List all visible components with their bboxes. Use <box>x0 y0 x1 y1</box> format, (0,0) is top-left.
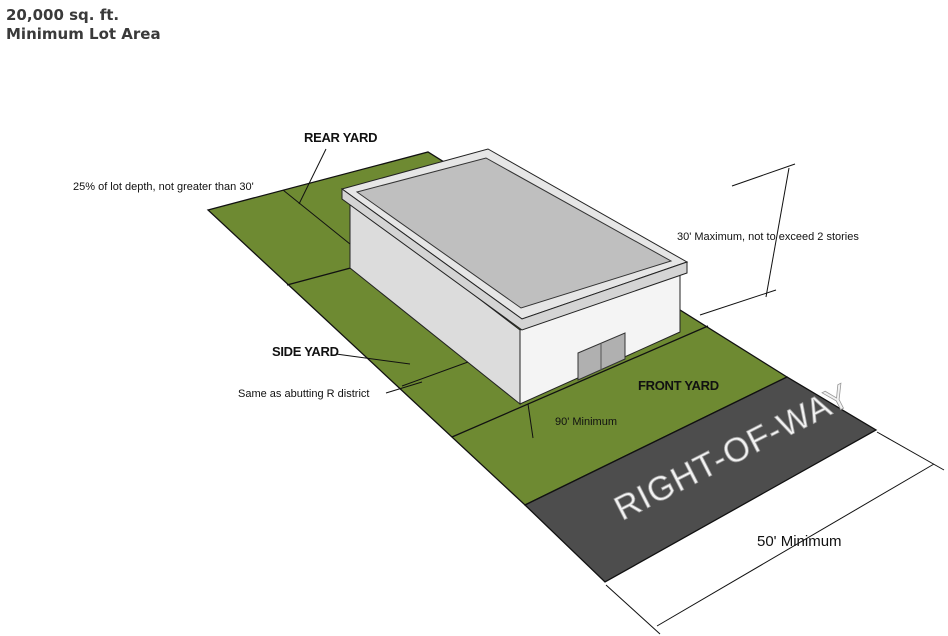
height-dim-line <box>765 167 790 298</box>
front-setback-dimension <box>527 403 534 439</box>
side-yard-note-leader <box>385 381 423 394</box>
lot-area-caption: Minimum Lot Area <box>6 25 161 43</box>
front-yard-label: FRONT YARD <box>638 378 719 393</box>
lot-area-heading: 20,000 sq. ft. Minimum Lot Area <box>6 6 161 44</box>
height-note: 30' Maximum, not to exceed 2 stories <box>677 231 859 243</box>
height-dim-top <box>731 163 796 187</box>
building-roof <box>355 157 673 309</box>
frontage-dim-line <box>656 463 935 627</box>
frontage-ext-right <box>876 431 945 471</box>
right-of-way-road <box>523 376 878 583</box>
lot-area-value: 20,000 sq. ft. <box>6 6 120 24</box>
height-dim-bottom <box>699 289 777 316</box>
front-setback-note: 90' Minimum <box>555 416 617 428</box>
side-yard-label: SIDE YARD <box>272 344 339 359</box>
side-yard-leader <box>335 353 411 365</box>
side-yard-note: Same as abutting R district <box>238 388 369 400</box>
side-yard-dimension <box>401 361 469 387</box>
rear-yard-dimension <box>282 189 351 245</box>
rear-yard-leader <box>298 148 327 205</box>
front-yard-line <box>451 325 709 438</box>
rear-yard-note: 25% of lot depth, not greater than 30' <box>73 181 254 193</box>
parapet-edge <box>341 188 688 331</box>
frontage-ext-left <box>605 584 661 635</box>
rear-yard-label: REAR YARD <box>304 130 377 145</box>
frontage-note: 50' Minimum <box>757 533 842 550</box>
